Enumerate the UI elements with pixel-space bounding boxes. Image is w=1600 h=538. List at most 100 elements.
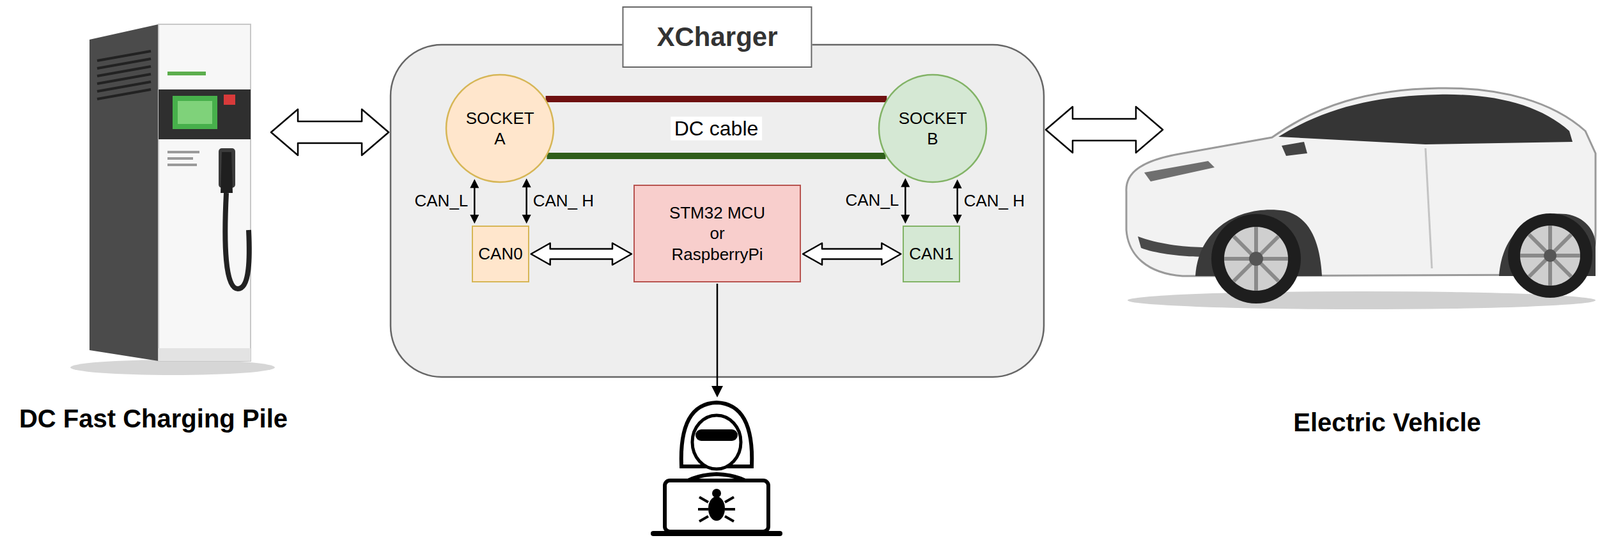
node-text: Electric Vehicle <box>1293 407 1482 438</box>
pile-screen-inner <box>177 100 213 125</box>
car-mirror <box>1281 141 1308 156</box>
socket-shape <box>446 74 554 183</box>
pile-sticker <box>167 163 197 167</box>
edge-label-holder: CAN_ H <box>963 191 1025 211</box>
connector <box>522 178 532 224</box>
pile-control-band <box>158 89 251 140</box>
node-text: CAN1 <box>908 243 954 265</box>
edge-label: CAN_ H <box>963 191 1025 211</box>
charger-pile: DC Fast Charging Pile <box>61 20 270 373</box>
arrow-head <box>900 178 910 188</box>
car-spokes <box>1520 225 1581 286</box>
car-rim <box>1520 225 1581 286</box>
can-box: CAN0 <box>471 225 529 283</box>
pile-front <box>158 24 251 362</box>
arrow-head <box>900 214 910 224</box>
socket-circle: SOCKET B <box>877 73 988 184</box>
can-wire <box>473 186 476 217</box>
connector <box>531 243 632 266</box>
hollow-double-arrow <box>1045 106 1163 153</box>
dc-cable-line <box>545 95 888 103</box>
car-windows <box>1278 94 1573 145</box>
vehicle: Electric Vehicle <box>1164 86 1595 307</box>
pile-side <box>89 24 159 362</box>
connector <box>1045 106 1163 153</box>
node-text: STM32 MCU or RaspberryPi <box>666 202 769 266</box>
car-tyre <box>1211 214 1301 304</box>
edge-label-holder: CAN_L <box>414 191 468 211</box>
can-wire <box>956 187 959 217</box>
car-headlight <box>1144 161 1215 182</box>
edge-label-holder: DC cable <box>670 116 763 141</box>
pile-button <box>223 94 236 105</box>
arrow-head <box>469 214 479 224</box>
socket-outline <box>444 73 555 184</box>
car-spokes <box>1224 226 1289 291</box>
edge-label: CAN_ H <box>533 191 594 211</box>
node-text: CAN0 <box>478 243 523 265</box>
charging-pile-illustration <box>70 24 275 376</box>
pile-cable <box>225 193 250 289</box>
leader-line <box>716 283 719 388</box>
arrow-head <box>953 214 963 224</box>
bug-legs <box>698 497 736 522</box>
dc-cable-line <box>546 152 886 160</box>
connector <box>469 178 479 224</box>
title-box: XCharger <box>621 6 812 68</box>
hollow-double-arrow <box>531 243 632 266</box>
car-hub <box>1543 249 1557 263</box>
bug-body <box>708 496 725 521</box>
node-text: DC Fast Charging Pile <box>19 403 288 434</box>
pile-base <box>158 348 251 362</box>
hollow-double-arrow <box>802 243 901 266</box>
pile-logo <box>167 71 206 76</box>
car-rim <box>1224 226 1289 291</box>
arrow-head <box>953 179 963 189</box>
can-wire <box>904 186 907 217</box>
connector <box>546 155 886 157</box>
edge-label-holder: CAN_ H <box>533 191 594 211</box>
arrow-head <box>469 178 479 188</box>
connector <box>271 109 389 156</box>
arrow-head <box>711 386 723 398</box>
pile-shadow <box>70 359 275 376</box>
pile-gun <box>220 152 233 194</box>
edge-label-holder: CAN_L <box>845 191 899 211</box>
car-illustration <box>1126 88 1596 310</box>
socket-outline <box>877 73 988 184</box>
attacker-link <box>711 283 723 398</box>
car-shadow <box>1127 291 1596 310</box>
laptop-base <box>653 531 780 537</box>
pile-vent <box>97 89 151 100</box>
edge-label: CAN_L <box>414 191 468 211</box>
node-text: SOCKET A <box>466 108 534 150</box>
mcu-box: STM32 MCU or RaspberryPi <box>633 184 801 283</box>
hacker-eyes <box>695 429 738 442</box>
arrow-head <box>522 178 532 188</box>
node-text: XCharger <box>656 21 778 53</box>
car-hub <box>1249 251 1264 266</box>
pile-sticker <box>167 157 194 160</box>
car-door-line <box>1425 148 1432 269</box>
socket-circle: SOCKET A <box>444 73 555 184</box>
connector <box>900 178 910 224</box>
node-text: SOCKET B <box>898 108 967 150</box>
can-wire <box>525 186 528 217</box>
hollow-double-arrow <box>271 109 389 156</box>
connector <box>953 179 963 224</box>
caption-holder: Electric Vehicle <box>1293 407 1482 438</box>
connector <box>802 243 901 266</box>
socket-shape <box>878 74 987 183</box>
can-box: CAN1 <box>902 225 960 283</box>
edge-label: DC cable <box>670 116 763 141</box>
hacker-icon <box>653 402 780 534</box>
hacker-face <box>692 415 741 470</box>
car-tyre <box>1507 213 1593 298</box>
arrow-head <box>522 214 532 224</box>
edge-label: CAN_L <box>845 191 899 211</box>
xcharger-panel: XChargerSOCKET ASOCKET BCAN0STM32 MCU or… <box>390 44 1044 378</box>
bug-head <box>712 489 722 498</box>
caption-holder: DC Fast Charging Pile <box>19 403 288 434</box>
